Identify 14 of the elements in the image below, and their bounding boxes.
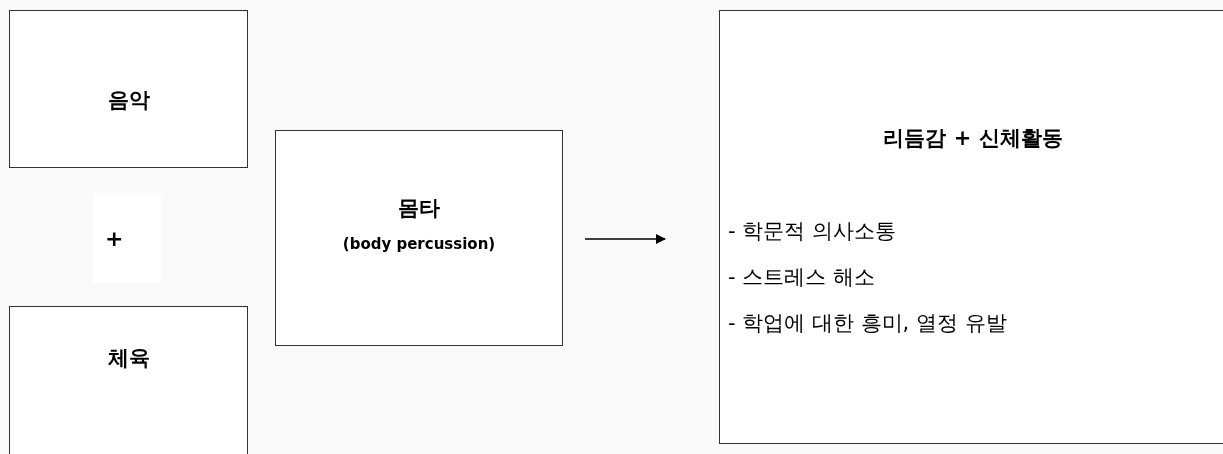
- bullet-text: - 학문적 의사소통: [728, 218, 896, 245]
- subject-box: [9, 10, 248, 168]
- subject-text: 음악: [107, 87, 150, 114]
- bullet-text: - 학업에 대한 흥미, 열정 유발: [728, 310, 1007, 337]
- bullet-text: - 스트레스 해소: [728, 264, 875, 291]
- subtitle-text: (body percussion): [342, 233, 496, 255]
- subject-text: 체육: [107, 345, 150, 372]
- effect-box: [719, 10, 1223, 444]
- method-box: [275, 130, 563, 346]
- subject-box: [9, 306, 248, 454]
- arrow: [584, 234, 666, 244]
- title-text: 몸타: [398, 195, 440, 222]
- plus-sign: +: [105, 224, 124, 253]
- heading-text: 리듬감 + 신체활동: [882, 125, 1064, 152]
